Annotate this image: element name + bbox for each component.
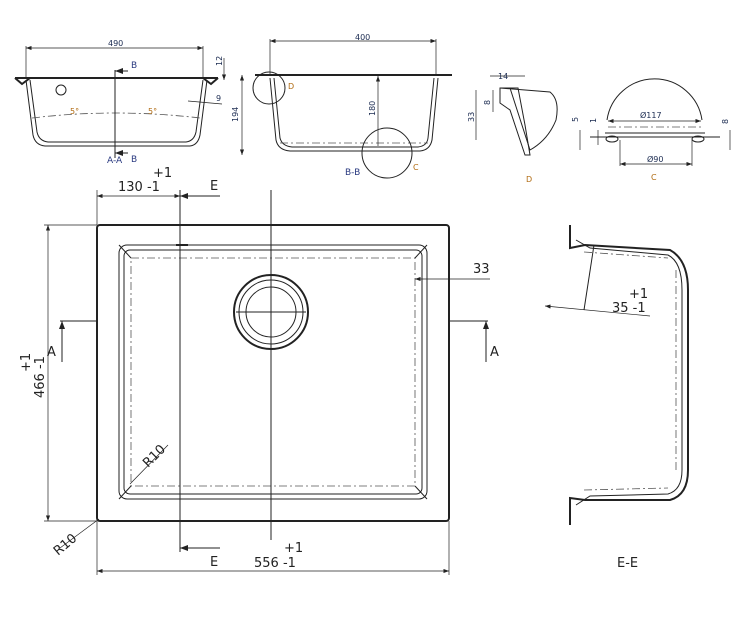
dia-117: Ø117	[640, 110, 662, 120]
dim-130: 130 -1	[118, 180, 160, 195]
dia-90: Ø90	[647, 154, 663, 164]
dim-8: 8	[483, 100, 492, 105]
detail-d-callout: D	[288, 82, 294, 91]
detail-c-label: C	[651, 173, 657, 182]
dim-400: 400	[355, 33, 370, 42]
dim-33-plan: 33	[473, 262, 490, 277]
dim-9: 9	[216, 94, 221, 103]
height-tol: +1	[19, 353, 34, 372]
dim-8-c: 8	[721, 119, 730, 124]
section-view-ee: +1 35 -1 E-E	[544, 225, 689, 571]
dim-12: 12	[215, 56, 224, 66]
dim-14: 14	[498, 72, 508, 81]
depth-tol: +1	[629, 287, 648, 302]
radius-outer: R10	[51, 531, 80, 559]
detail-d-label: D	[526, 175, 532, 184]
detail-c: Ø117 Ø90 5 1 8 C	[571, 78, 731, 182]
offset-tol: +1	[153, 166, 172, 181]
width-tol: +1	[284, 541, 303, 556]
section-label-aa: A-A	[107, 156, 123, 166]
section-mark-b-top: B	[131, 61, 137, 71]
section-label-bb: B-B	[345, 168, 360, 178]
section-a-right: A	[490, 345, 499, 360]
plan-view: E E +1 130 -1 33 A A +1 466 -1 +1 556 -1…	[19, 166, 499, 575]
dim-194: 194	[231, 107, 240, 122]
section-e-bottom: E	[210, 555, 218, 570]
section-mark-b-bottom: B	[131, 155, 137, 165]
angle-right: 5°	[148, 107, 157, 116]
section-e-top: E	[210, 179, 218, 194]
dim-490: 490	[108, 39, 123, 48]
dim-466: 466 -1	[33, 356, 48, 398]
angle-left: 5°	[70, 107, 79, 116]
section-label-ee: E-E	[617, 556, 638, 571]
dim-33: 33	[467, 112, 476, 122]
dim-5: 5	[571, 117, 580, 122]
dim-35: 35 -1	[612, 301, 646, 316]
section-a-left: A	[47, 345, 56, 360]
dim-180: 180	[368, 101, 377, 116]
detail-c-callout: C	[413, 163, 419, 172]
detail-d: 14 8 33 D	[467, 72, 558, 184]
dim-556: 556 -1	[254, 556, 296, 571]
tap-hole	[55, 84, 67, 96]
section-view-bb: 400 180 D C B-B	[252, 33, 452, 179]
dim-1: 1	[589, 118, 598, 123]
radius-inner: R10	[140, 442, 169, 471]
section-view-aa: 490 B B A-A 5° 5° 12 9 194	[14, 39, 245, 166]
